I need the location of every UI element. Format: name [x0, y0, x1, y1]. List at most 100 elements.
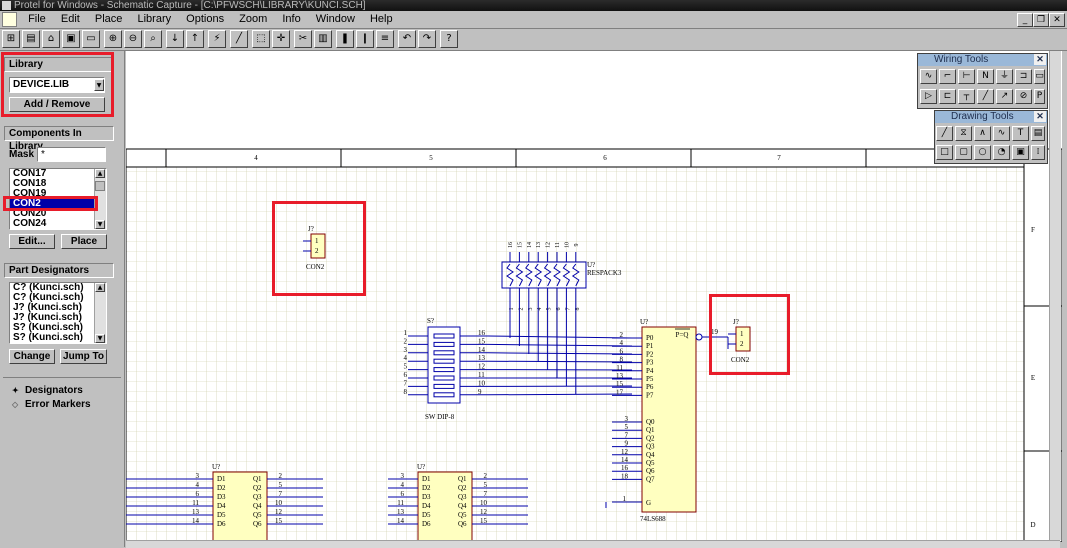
menu-options[interactable]: Options [180, 11, 230, 28]
drawing-tools-title[interactable]: Drawing Tools✕ [935, 111, 1047, 123]
scroll-up-icon[interactable]: ▲ [95, 283, 105, 292]
power-icon[interactable]: ┬ [958, 89, 975, 104]
chevron-down-icon[interactable]: ▼ [94, 79, 104, 91]
minimize-icon[interactable]: _ [1017, 13, 1033, 27]
wiring-tools-title[interactable]: Wiring Tools ✕ [918, 54, 1047, 66]
document-icon[interactable] [2, 12, 17, 27]
designators-list[interactable]: C? (Kunci.sch)C? (Kunci.sch)J? (Kunci.sc… [9, 282, 107, 344]
new-sheet-icon[interactable]: ▤ [22, 30, 40, 48]
polygon-icon[interactable]: ⧖ [955, 126, 972, 141]
mask-input[interactable]: * [37, 147, 106, 162]
bus-icon[interactable]: ∿ [920, 69, 937, 84]
menu-zoom[interactable]: Zoom [233, 11, 273, 28]
hierarchy-down-icon[interactable]: ↓ [166, 30, 184, 48]
arc-icon[interactable]: ∧ [974, 126, 991, 141]
library-select[interactable]: DEVICE.LIB ▼ [9, 77, 105, 93]
menu-file[interactable]: File [22, 11, 52, 28]
rounded-rect-icon[interactable]: ▢ [955, 145, 972, 160]
designators-radio[interactable]: ✦Designators [12, 385, 83, 396]
select-area-icon[interactable]: ⬚ [252, 30, 270, 48]
help-icon[interactable]: ? [440, 30, 458, 48]
scroll-down-icon[interactable]: ▼ [95, 220, 105, 229]
component-list-item[interactable]: CON24 [10, 219, 106, 229]
menu-help[interactable]: Help [364, 11, 399, 28]
zoom-in-icon[interactable]: ⊕ [104, 30, 122, 48]
zone-label: E [1031, 374, 1035, 382]
netlabel-icon[interactable]: N [977, 69, 994, 84]
add-remove-button[interactable]: Add / Remove [9, 97, 105, 112]
array-icon[interactable]: ⁞ [1031, 145, 1045, 160]
wire-tool-icon[interactable]: ╱ [977, 89, 994, 104]
wire-icon[interactable]: ╱ [230, 30, 248, 48]
pin-number: 12 [275, 508, 283, 516]
menu-place[interactable]: Place [89, 11, 129, 28]
rectangle-icon[interactable]: □ [936, 145, 953, 160]
scroll-up-icon[interactable]: ▲ [95, 169, 105, 178]
library-icon[interactable]: ❚ [336, 30, 354, 48]
window-title: Protel for Windows - Schematic Capture -… [14, 0, 366, 11]
bus-entry-icon[interactable]: ⌐ [939, 69, 956, 84]
pie-icon[interactable]: ◔ [993, 145, 1010, 160]
part-icon[interactable]: ⊐ [1015, 69, 1032, 84]
redo-icon[interactable]: ↷ [418, 30, 436, 48]
line-icon[interactable]: ╱ [936, 126, 953, 141]
ground-icon[interactable]: ⏚ [996, 69, 1013, 84]
radio-unchecked-icon: ◇ [12, 400, 19, 407]
place-button[interactable]: Place [61, 234, 107, 249]
port-icon[interactable]: ▷ [920, 89, 937, 104]
restore-icon[interactable]: ❐ [1033, 13, 1049, 27]
place-wire-icon[interactable]: ↗ [996, 89, 1013, 104]
text-icon[interactable]: T [1012, 126, 1029, 141]
designator-list-item[interactable]: S? (Kunci.sch) [10, 333, 106, 343]
menu-edit[interactable]: Edit [55, 11, 86, 28]
part-ref: U? [640, 318, 648, 326]
zoom-fit-icon[interactable]: ⌕ [144, 30, 162, 48]
close-icon[interactable]: ✕ [1034, 54, 1046, 65]
schematic-icon[interactable]: ⊞ [2, 30, 20, 48]
jump-to-button[interactable]: Jump To [60, 349, 107, 364]
image-icon[interactable]: ▣ [1012, 145, 1029, 160]
sheet-icon[interactable]: ▭ [1034, 69, 1045, 84]
hierarchy-up-icon[interactable]: ↑ [186, 30, 204, 48]
ellipse-icon[interactable]: ○ [974, 145, 991, 160]
open-icon[interactable]: ⌂ [42, 30, 60, 48]
paste-icon[interactable]: ▥ [314, 30, 332, 48]
sheet-entry-icon[interactable]: ⊏ [939, 89, 956, 104]
no-erc-icon[interactable]: ⊘ [1015, 89, 1032, 104]
text-frame-icon[interactable]: ▤ [1031, 126, 1045, 141]
browse-icon[interactable]: ≡ [376, 30, 394, 48]
wiring-tools-palette: Wiring Tools✕ ∿ ⌐ ⊢ N ⏚ ⊐ ▭ ▷ ⊏ ┬ ╱ ↗ ⊘ … [917, 53, 1048, 109]
pin-number: 4 [620, 339, 624, 347]
wiring-tools-label: Wiring Tools [934, 54, 988, 65]
directive-icon[interactable]: P [1034, 89, 1045, 104]
pin-label: D6 [217, 520, 226, 528]
print-icon[interactable]: ▭ [82, 30, 100, 48]
save-icon[interactable]: ▣ [62, 30, 80, 48]
pin-label: D3 [217, 493, 226, 501]
edit-button[interactable]: Edit... [9, 234, 55, 249]
error-markers-radio[interactable]: ◇Error Markers [12, 399, 91, 410]
move-icon[interactable]: ✛ [272, 30, 290, 48]
scroll-thumb[interactable] [95, 181, 105, 191]
menu-info[interactable]: Info [276, 11, 306, 28]
cut-icon[interactable]: ✂ [294, 30, 312, 48]
close-icon[interactable]: ✕ [1049, 13, 1065, 27]
menu-window[interactable]: Window [310, 11, 361, 28]
scroll-down-icon[interactable]: ▼ [95, 334, 105, 343]
library-edit-icon[interactable]: ❙ [356, 30, 374, 48]
cross-probe-icon[interactable]: ⚡ [208, 30, 226, 48]
close-icon[interactable]: ✕ [1034, 111, 1046, 122]
zoom-out-icon[interactable]: ⊖ [124, 30, 142, 48]
undo-icon[interactable]: ↶ [398, 30, 416, 48]
pin-label: D4 [422, 502, 431, 510]
designators-scrollbar[interactable]: ▲ ▼ [94, 283, 106, 343]
bezier-icon[interactable]: ∿ [993, 126, 1010, 141]
pin-label: G [646, 499, 651, 507]
components-scrollbar[interactable]: ▲ ▼ [94, 169, 106, 229]
junction-icon[interactable]: ⊢ [958, 69, 975, 84]
change-button[interactable]: Change [9, 349, 55, 364]
main-vertical-scrollbar[interactable] [1049, 51, 1061, 540]
menu-library[interactable]: Library [131, 11, 177, 28]
